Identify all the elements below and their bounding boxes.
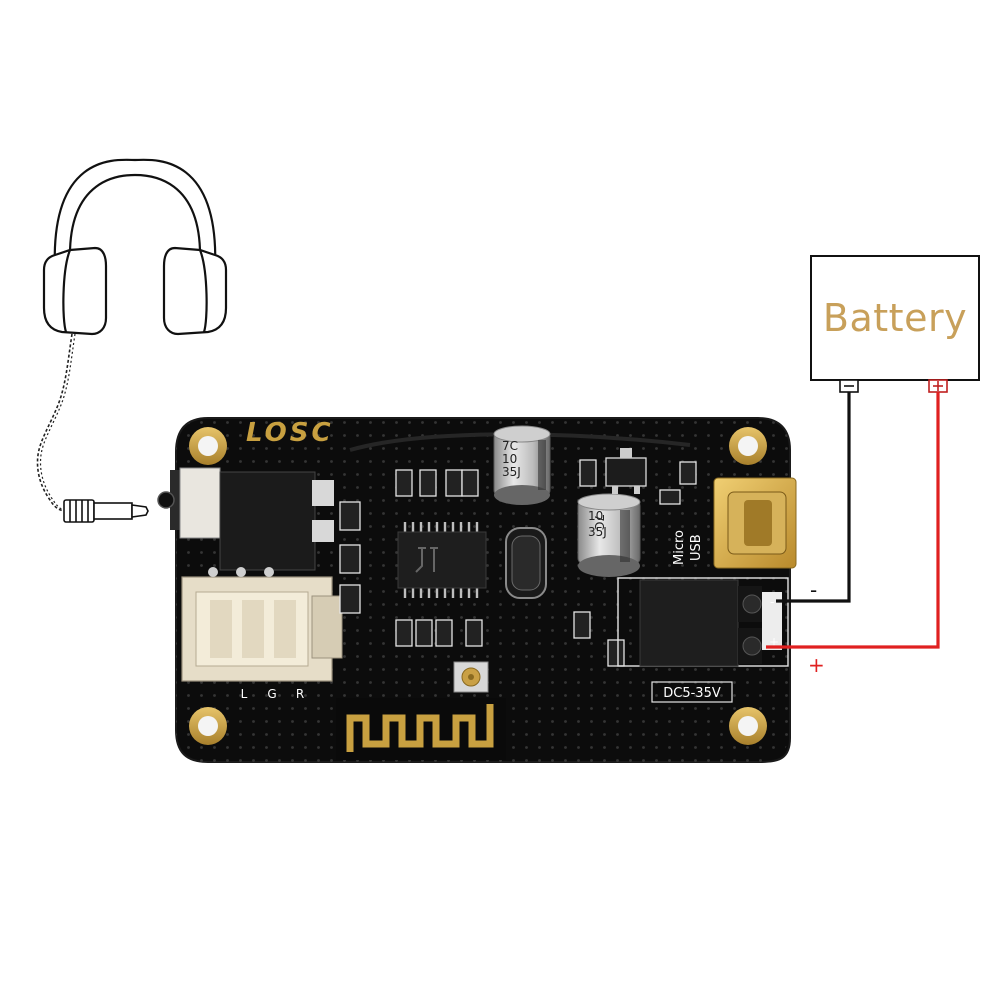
headphones-icon	[42, 158, 228, 336]
label-left: L	[241, 687, 248, 701]
voltage-regulator	[605, 448, 647, 494]
svg-text:+: +	[769, 635, 779, 649]
mount-hole-br	[729, 707, 767, 745]
micro-usb-port	[713, 477, 797, 569]
battery-label: Battery	[823, 296, 967, 340]
micro-label: Micro	[672, 530, 687, 565]
dc-voltage-label: DC5-35V	[663, 686, 721, 701]
positive-wire-label: +	[808, 653, 825, 677]
svg-text:35J: 35J	[588, 525, 607, 539]
dc-terminal-block: - +	[617, 577, 789, 667]
usb-label: USB	[689, 534, 704, 561]
battery-box: Battery	[810, 255, 980, 393]
capacitor-large: 7C 10 35J	[577, 493, 641, 577]
svg-text:10: 10	[502, 452, 517, 466]
label-ground: G	[267, 687, 276, 701]
label-right: R	[296, 687, 304, 701]
positive-wire: +	[766, 392, 940, 677]
svg-text:35J: 35J	[502, 465, 521, 479]
mount-hole-tl	[189, 427, 227, 465]
bluetooth-audio-board: LOSC L G R	[157, 417, 797, 763]
mount-hole-tr	[729, 427, 767, 465]
crystal-oscillator	[505, 527, 547, 599]
main-ic-chip	[397, 522, 487, 598]
svg-text:-: -	[770, 595, 774, 609]
line-out-connector	[181, 567, 343, 682]
negative-wire-label: -	[810, 578, 817, 602]
svg-text:7C: 7C	[502, 439, 518, 453]
svg-text:7C: 7C	[592, 514, 606, 530]
audio-plug-icon	[63, 499, 149, 523]
mount-hole-bl	[189, 707, 227, 745]
bluetooth-antenna-icon	[336, 698, 506, 760]
headphone-cable	[36, 333, 73, 512]
audio-jack-icon	[157, 467, 334, 571]
antenna-connector	[453, 661, 489, 693]
svg-text:10: 10	[588, 509, 603, 523]
capacitor-small: 7C 10 35J	[493, 425, 551, 505]
brand-logo: LOSC	[246, 418, 334, 448]
negative-wire: -	[776, 392, 851, 603]
